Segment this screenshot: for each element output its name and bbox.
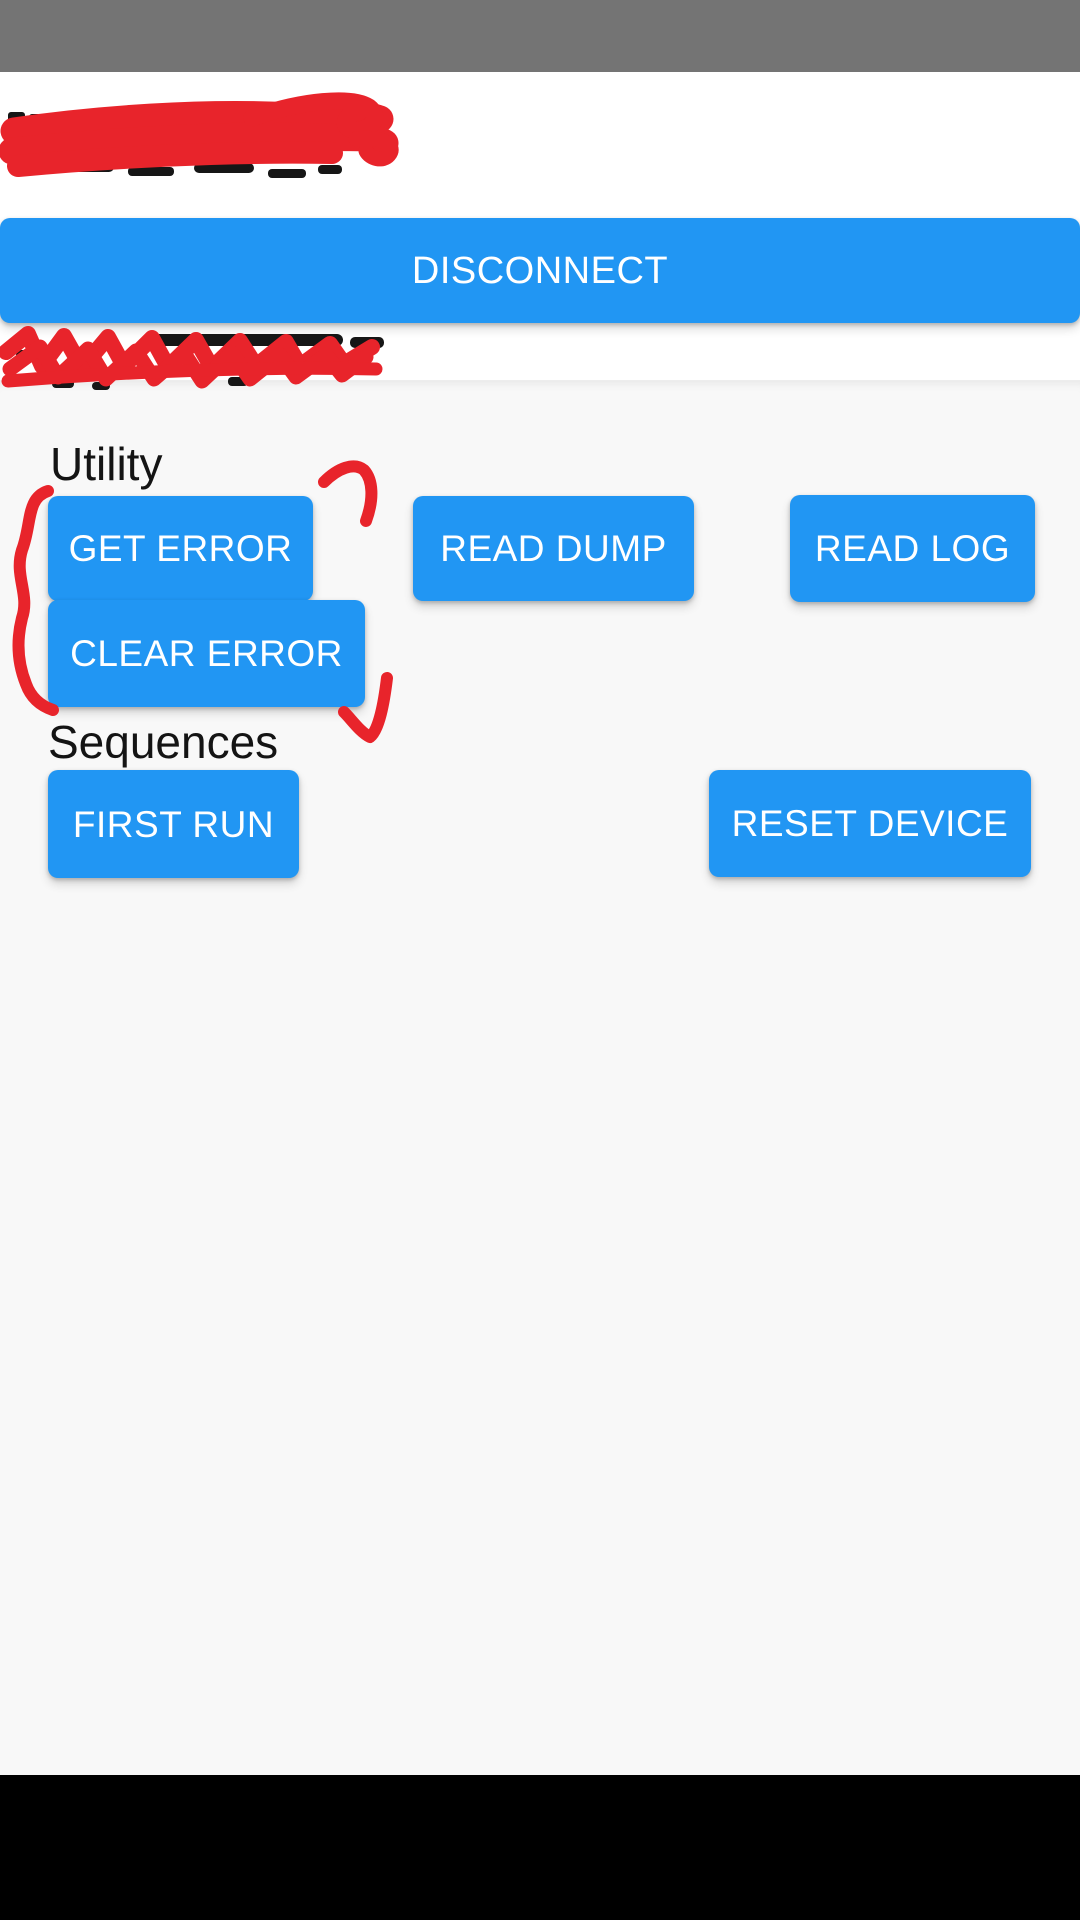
reset-device-button[interactable]: RESET DEVICE <box>709 770 1031 877</box>
utility-section-title: Utility <box>50 438 163 490</box>
get-error-button[interactable]: GET ERROR <box>48 496 313 601</box>
redaction-scribble-below-disconnect <box>0 326 383 389</box>
clear-error-button[interactable]: CLEAR ERROR <box>48 600 365 707</box>
read-log-button[interactable]: READ LOG <box>790 495 1035 602</box>
first-run-button[interactable]: FIRST RUN <box>48 770 299 878</box>
status-bar <box>0 0 1080 72</box>
sequences-section-title: Sequences <box>48 716 279 768</box>
footer-black-bar <box>0 1775 1080 1920</box>
redacted-text-remnants-top <box>8 112 342 178</box>
redaction-scribble-top <box>0 92 399 177</box>
read-dump-button[interactable]: READ DUMP <box>413 496 694 601</box>
disconnect-button[interactable]: DISCONNECT <box>0 218 1080 323</box>
